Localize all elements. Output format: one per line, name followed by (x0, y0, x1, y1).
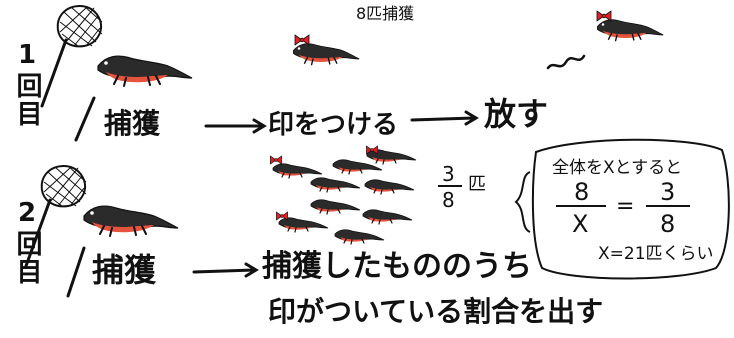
bow-mark-icon (596, 10, 612, 22)
fraction-denominator: 8 (442, 188, 455, 212)
caught-salamander-icon (310, 177, 361, 193)
result-line1: 捕獲したもののうち (262, 249, 532, 284)
brace-icon (514, 171, 531, 233)
caught-salamander-icon (278, 217, 329, 233)
bow-mark-icon (294, 34, 310, 46)
caught-salamander-icon (362, 209, 413, 225)
calc-lhs-num: 8 (574, 178, 590, 206)
caught-count-label: 8匹捕獲 (356, 4, 415, 23)
calc-equals: = (616, 194, 635, 219)
round1-label: 1回目 (12, 40, 42, 128)
caught-salamander-icon (272, 163, 323, 179)
round1-sep-slash (74, 96, 96, 142)
round2-sep-slash (66, 246, 86, 298)
caught-salamander-icon (332, 159, 383, 175)
arrow-icon (204, 118, 267, 134)
marked-salamander-icon (292, 42, 360, 66)
calc-answer: X=21匹くらい (598, 244, 714, 264)
fraction-numerator: 3 (442, 162, 455, 186)
calc-rhs-num: 3 (660, 178, 676, 206)
released-swim-trail (546, 54, 586, 70)
round1-net-icon (40, 4, 104, 108)
round2-salamander-icon (83, 205, 179, 237)
round1-salamander-icon (97, 55, 193, 87)
release-label: 放す (484, 95, 549, 133)
bow-mark-icon (276, 211, 288, 221)
round2-label: 2回目 (12, 198, 42, 286)
bow-mark-icon (270, 155, 282, 165)
calc-bubble (531, 138, 730, 280)
calc-rhs-den: 8 (660, 210, 676, 238)
fraction-unit: 匹 (468, 174, 486, 195)
caught-salamander-icon (310, 199, 361, 215)
mark-label: 印をつける (268, 110, 399, 140)
arrow-icon (410, 110, 479, 126)
arrow-icon (192, 262, 259, 278)
calc-intro: 全体をXとすると (552, 158, 683, 178)
caught-salamander-icon (364, 179, 415, 195)
caught-salamander-icon (334, 229, 385, 245)
round1-catch-label: 捕獲 (104, 107, 161, 140)
result-line2: 印がついている割合を出す (268, 295, 604, 328)
calc-lhs-den: X (572, 210, 589, 238)
caught-group (270, 145, 417, 245)
round2-catch-label: 捕獲 (92, 251, 157, 289)
released-salamander-icon (596, 18, 664, 42)
